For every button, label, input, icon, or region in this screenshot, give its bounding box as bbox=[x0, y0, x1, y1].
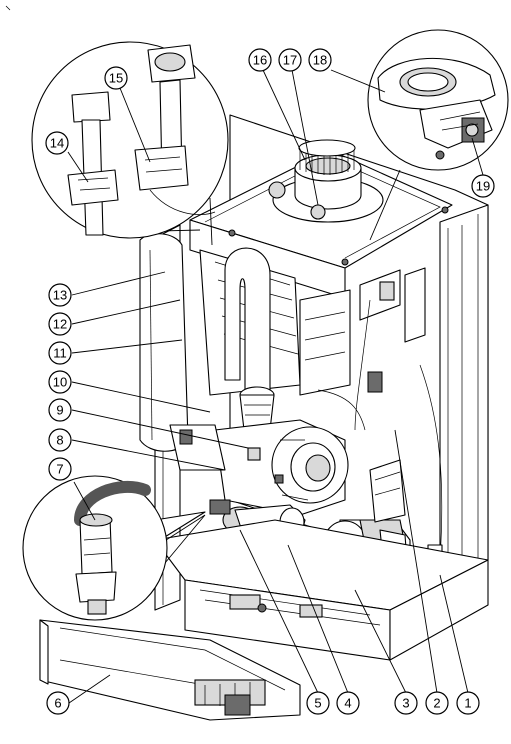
callout-label: 14 bbox=[50, 136, 64, 151]
callout-18: 18 bbox=[308, 48, 332, 72]
callout-1: 1 bbox=[456, 691, 480, 715]
callout-label: 5 bbox=[314, 696, 321, 711]
callout-label: 17 bbox=[283, 53, 297, 68]
callout-label: 8 bbox=[56, 433, 63, 448]
callout-19: 19 bbox=[471, 174, 495, 198]
callout-label: 2 bbox=[433, 696, 440, 711]
callout-11: 11 bbox=[48, 341, 72, 365]
bottom-cover-tray bbox=[39, 619, 301, 721]
callout-7: 7 bbox=[48, 457, 72, 481]
inset-fan-detail bbox=[367, 29, 509, 241]
callout-label: 12 bbox=[53, 317, 67, 332]
callout-label: 11 bbox=[53, 346, 67, 361]
base-frame bbox=[154, 519, 489, 661]
callout-3: 3 bbox=[394, 691, 418, 715]
callout-16: 16 bbox=[248, 48, 272, 72]
fan-housing bbox=[169, 419, 349, 516]
callout-17: 17 bbox=[278, 48, 302, 72]
callout-label: 4 bbox=[344, 696, 351, 711]
callout-14: 14 bbox=[45, 131, 69, 155]
callout-2: 2 bbox=[425, 691, 449, 715]
inset-drain-sensor bbox=[22, 475, 206, 621]
callout-label: 1 bbox=[464, 696, 471, 711]
callout-label: 18 bbox=[313, 53, 327, 68]
callout-12: 12 bbox=[48, 312, 72, 336]
callout-4: 4 bbox=[336, 691, 360, 715]
callout-15: 15 bbox=[104, 66, 128, 90]
inset-pipe-clips bbox=[31, 41, 229, 246]
callout-9: 9 bbox=[48, 398, 72, 422]
air-pipe bbox=[224, 247, 275, 431]
callout-13: 13 bbox=[48, 283, 72, 307]
callout-5: 5 bbox=[306, 691, 330, 715]
flue-outlet bbox=[268, 139, 384, 223]
callout-label: 15 bbox=[109, 71, 123, 86]
callout-label: 6 bbox=[54, 696, 61, 711]
callout-label: 9 bbox=[56, 403, 63, 418]
corner-mark bbox=[5, 5, 11, 11]
callout-label: 10 bbox=[53, 375, 67, 390]
callout-label: 7 bbox=[56, 462, 63, 477]
callout-label: 3 bbox=[402, 696, 409, 711]
callout-label: 13 bbox=[53, 288, 67, 303]
callout-10: 10 bbox=[48, 370, 72, 394]
leader-lines bbox=[67, 69, 484, 704]
callout-label: 16 bbox=[253, 53, 267, 68]
callout-8: 8 bbox=[48, 428, 72, 452]
callout-6: 6 bbox=[46, 691, 70, 715]
callout-label: 19 bbox=[476, 179, 490, 194]
control-panel-area bbox=[299, 267, 426, 396]
